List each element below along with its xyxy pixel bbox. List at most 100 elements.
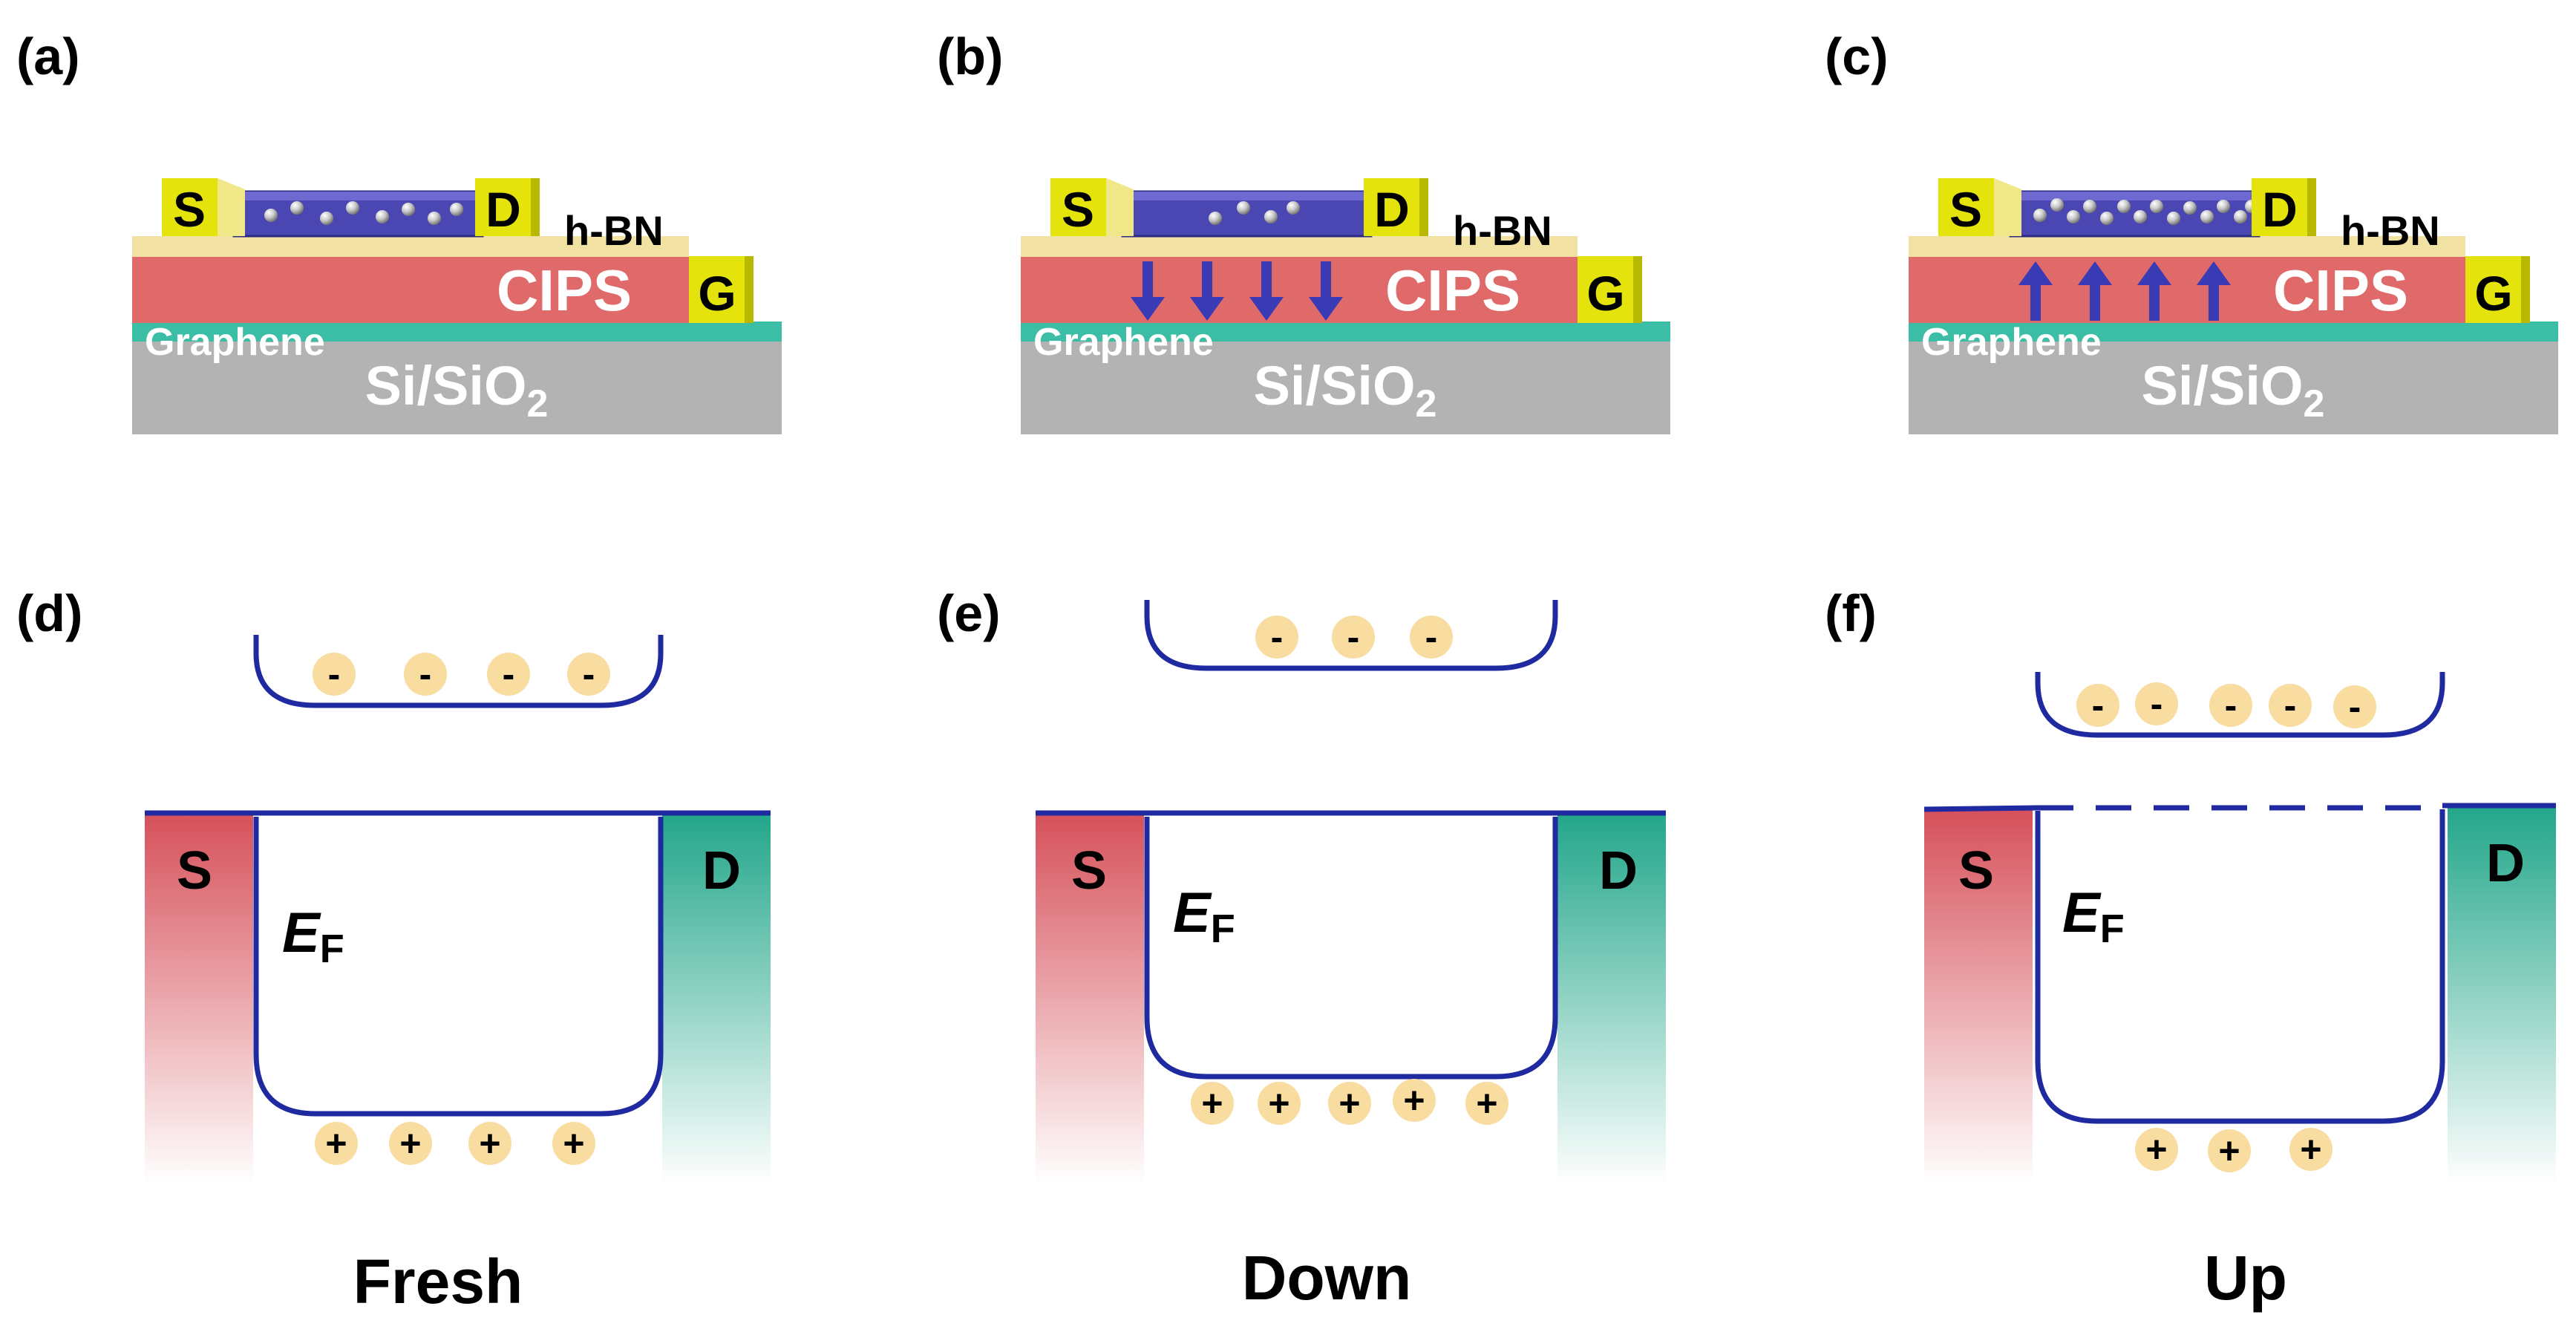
drain-label: D (1599, 841, 1638, 901)
source-label: S (1958, 841, 1994, 901)
holes: + + + + + (1191, 1079, 1508, 1125)
substrate-label: Si/SiO2 (2142, 355, 2325, 425)
svg-text:-: - (2151, 683, 2163, 725)
device-panel-b: (b) G S (937, 27, 1670, 434)
gate-label: G (2474, 266, 2512, 321)
channel-carriers (264, 201, 463, 225)
contact-level-line-left (1923, 805, 2039, 812)
valence-band-edge (253, 817, 664, 1117)
drain-electrode: D (2252, 178, 2316, 237)
drain-label: D (702, 841, 741, 901)
panel-label: (f) (1825, 584, 1877, 642)
gate-electrode: G (1578, 256, 1642, 323)
fermi-level-label: EF (1173, 881, 1235, 951)
svg-text:+: + (1476, 1083, 1497, 1124)
cips-layer (1021, 256, 1578, 323)
svg-text:-: - (2284, 685, 2297, 726)
hbn-layer (1909, 236, 2465, 257)
hbn-label: h-BN (2341, 207, 2440, 254)
panel-label: (a) (16, 27, 80, 85)
panel-label: (b) (937, 27, 1003, 85)
svg-text:-: - (2349, 686, 2361, 728)
source-label: S (1071, 841, 1107, 901)
graphene-label: Graphene (145, 321, 325, 364)
electrons: - - - - (313, 653, 610, 696)
graphene-label: Graphene (1033, 321, 1214, 364)
holes: + + + (2135, 1128, 2333, 1172)
source-label: S (1062, 182, 1094, 237)
panel-label: (d) (16, 584, 82, 642)
cips-layer (1909, 256, 2465, 323)
valence-band-edge (1144, 817, 1558, 1080)
drain-electrode: D (1364, 178, 1428, 237)
fermi-level-label: EF (282, 901, 344, 971)
holes: + + + + (315, 1122, 595, 1165)
svg-text:-: - (1425, 616, 1438, 658)
source-contact-region (145, 813, 253, 1184)
svg-text:+: + (2145, 1129, 2167, 1170)
substrate-layer (132, 338, 782, 434)
fermi-level-label: EF (2062, 881, 2125, 951)
gate-label: G (1586, 266, 1624, 321)
state-label: Up (2204, 1243, 2287, 1313)
svg-text:-: - (503, 653, 515, 695)
svg-text:-: - (328, 653, 341, 695)
svg-text:-: - (583, 653, 595, 695)
band-panel-d: (d) S D EF - - - - + + + + Fresh (16, 584, 771, 1316)
conduction-band-edge (2035, 672, 2445, 738)
svg-text:-: - (1271, 616, 1284, 658)
gate-label: G (698, 266, 736, 321)
svg-text:-: - (2225, 685, 2237, 726)
hbn-label: h-BN (564, 207, 664, 254)
polarization-arrows-up (2018, 261, 2231, 321)
source-label: S (1949, 182, 1982, 237)
substrate-layer (1909, 338, 2558, 434)
polarization-arrows-down (1131, 261, 1343, 321)
svg-text:+: + (1403, 1080, 1425, 1121)
drain-contact-region (1557, 813, 1666, 1184)
channel-2d-material (232, 190, 484, 238)
hbn-label: h-BN (1453, 207, 1552, 254)
channel-carriers (2033, 198, 2258, 225)
cips-layer (132, 256, 689, 323)
source-label: S (177, 841, 212, 901)
svg-text:-: - (2092, 685, 2105, 726)
svg-text:+: + (1268, 1083, 1289, 1124)
state-label: Fresh (353, 1247, 523, 1316)
substrate-label: Si/SiO2 (365, 355, 549, 425)
svg-text:-: - (419, 653, 432, 695)
drain-label: D (2486, 834, 2525, 893)
drain-electrode: D (475, 178, 540, 237)
graphene-layer (1021, 321, 1670, 342)
svg-text:+: + (563, 1123, 584, 1164)
drain-label: D (2262, 182, 2298, 237)
electrons: - - - - - (2076, 682, 2376, 728)
drain-label: D (486, 182, 521, 237)
band-panel-e: (e) S D EF - - - + + + + + Down (937, 584, 1666, 1313)
panel-label: (e) (937, 584, 1001, 642)
hbn-layer (132, 236, 689, 257)
conduction-band-edge (1144, 600, 1558, 671)
graphene-label: Graphene (1921, 321, 2102, 364)
cips-label: CIPS (497, 258, 632, 323)
source-contact-region (1036, 813, 1144, 1184)
channel-2d-material (2009, 190, 2260, 238)
source-contact-region (1924, 809, 2033, 1184)
source-electrode: S (1050, 178, 1134, 237)
svg-text:+: + (2218, 1130, 2240, 1172)
svg-text:-: - (1347, 616, 1360, 658)
svg-text:+: + (479, 1123, 500, 1164)
svg-text:+: + (399, 1123, 421, 1164)
gate-electrode: G (689, 256, 753, 323)
drain-contact-region (662, 813, 771, 1184)
drain-contact-region (2448, 806, 2556, 1184)
source-label: S (173, 182, 206, 237)
cips-label: CIPS (1385, 258, 1520, 323)
substrate-layer (1021, 338, 1670, 434)
svg-text:+: + (1201, 1083, 1223, 1124)
hbn-layer (1021, 236, 1578, 257)
channel-carriers (1209, 201, 1300, 225)
valence-band-edge (2035, 809, 2445, 1124)
source-electrode: S (1938, 178, 2021, 237)
